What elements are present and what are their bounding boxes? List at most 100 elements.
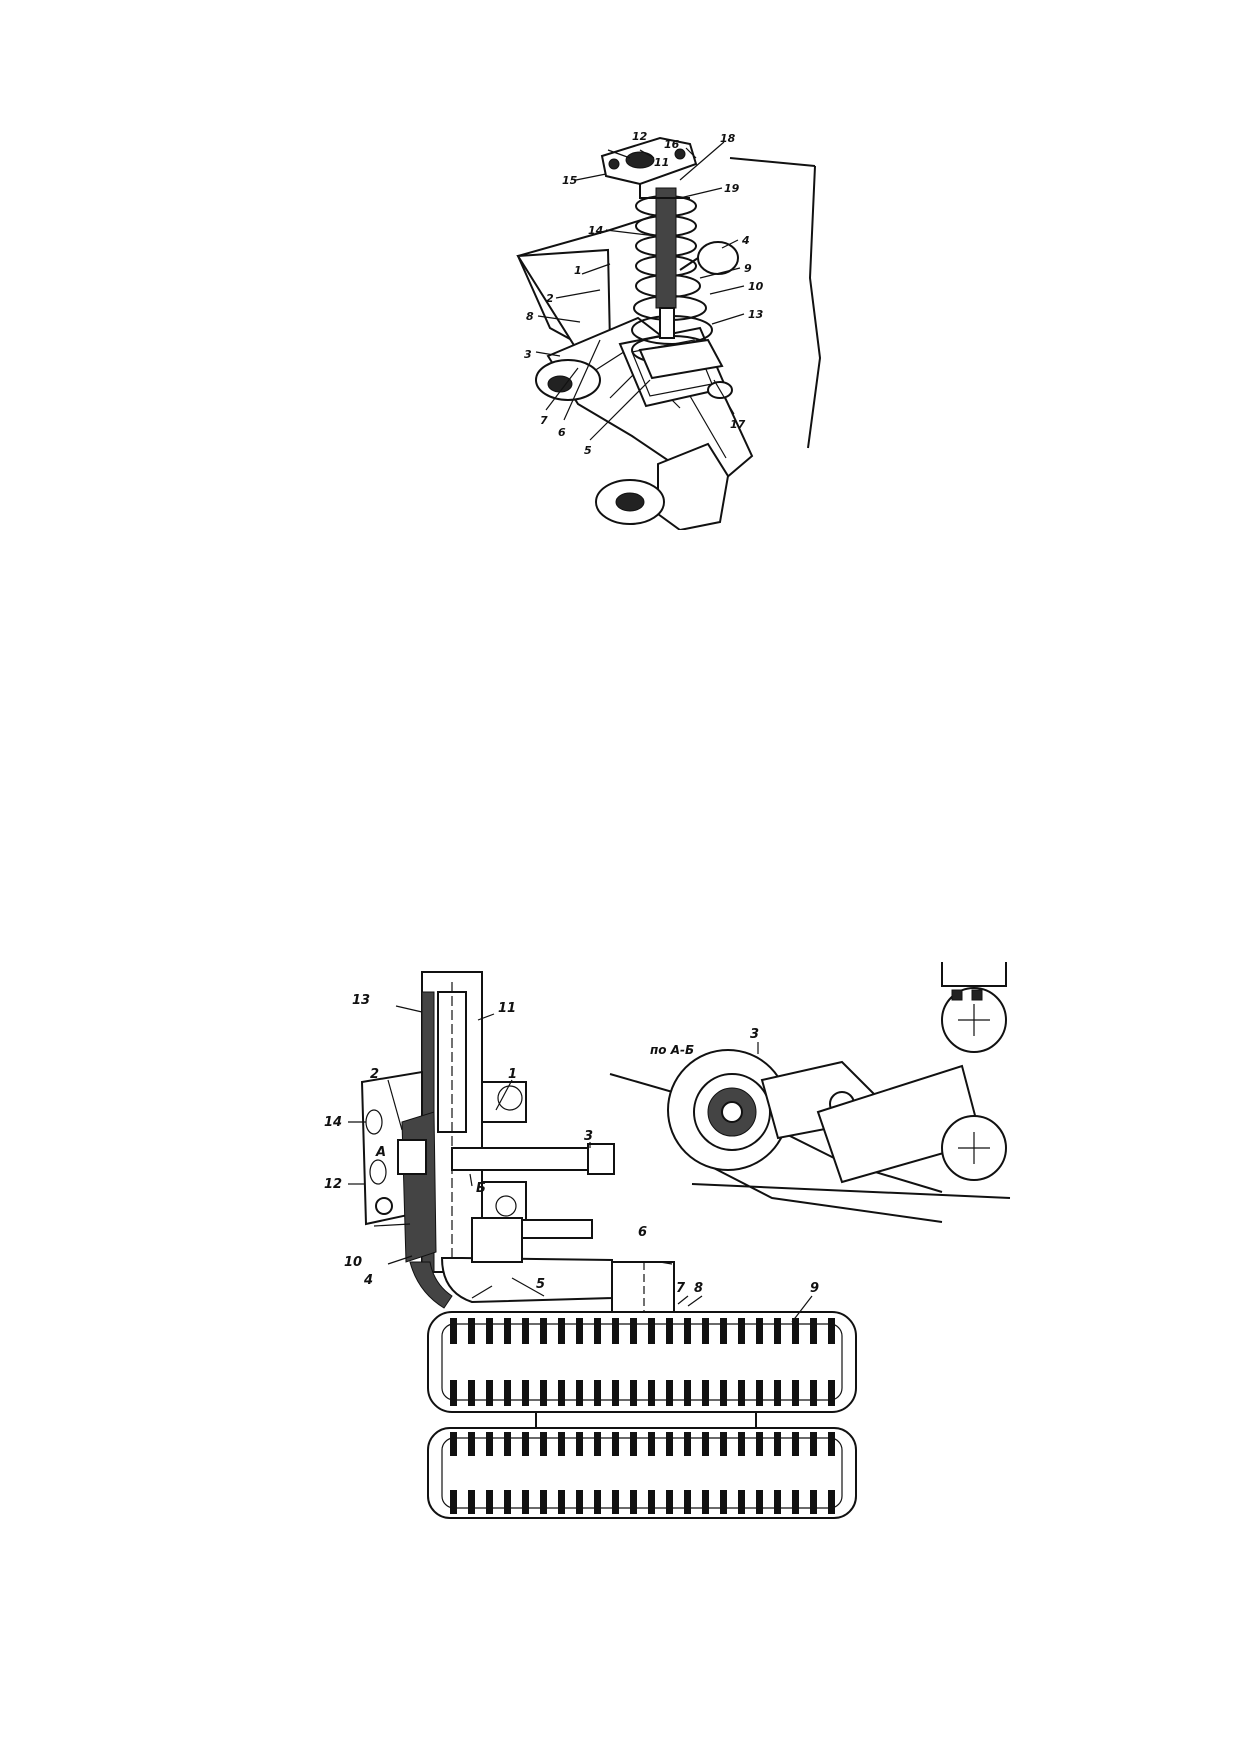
callout-4: 4	[741, 234, 750, 247]
tread-block	[666, 1432, 673, 1456]
callout-3-view: 3	[750, 1027, 759, 1042]
tread-block	[630, 1490, 637, 1514]
tread-block	[792, 1380, 799, 1406]
tread-block	[576, 1490, 583, 1514]
tread-block	[648, 1318, 655, 1344]
tread-block	[756, 1380, 763, 1406]
tread-block	[774, 1318, 781, 1344]
track-roller-upper	[427, 1311, 857, 1413]
callout-6: 6	[638, 1225, 647, 1240]
tread-block	[594, 1490, 601, 1514]
tread-block	[540, 1490, 547, 1514]
callout-11: 11	[498, 1001, 516, 1016]
section-view-ab	[609, 941, 1011, 1223]
tread-block	[576, 1380, 583, 1406]
callout-18: 18	[720, 132, 736, 145]
tread-block	[522, 1490, 529, 1514]
tread-block	[666, 1318, 673, 1344]
tread-block	[702, 1318, 709, 1344]
tread-block	[558, 1318, 565, 1344]
callout-8: 8	[526, 310, 534, 323]
track-roller-diagram: 13 11 2 1 14 3 А 12 Б 10 4 5 6 7 8 9 3 п…	[322, 941, 1020, 1524]
callout-4-left: 4	[363, 1273, 373, 1288]
callout-11: 11	[654, 156, 669, 169]
tread-block	[594, 1380, 601, 1406]
callout-19: 19	[724, 182, 740, 195]
tread-block	[630, 1318, 637, 1344]
tread-block	[702, 1380, 709, 1406]
tread-block	[774, 1380, 781, 1406]
tread-block	[756, 1432, 763, 1456]
tread-block	[522, 1380, 529, 1406]
tread-block	[810, 1380, 817, 1406]
tread-block	[612, 1318, 619, 1344]
callout-9: 9	[744, 262, 752, 275]
tread-block	[684, 1318, 691, 1344]
lower-tread-pattern	[450, 1432, 835, 1514]
tread-block	[540, 1432, 547, 1456]
tread-block	[522, 1318, 529, 1344]
callout-8: 8	[694, 1281, 703, 1296]
callout-3: 3	[524, 348, 532, 361]
callout-12: 12	[324, 1177, 342, 1192]
tread-block	[756, 1318, 763, 1344]
callout-16: 16	[664, 138, 680, 151]
callout-b: Б	[476, 1181, 486, 1196]
tread-block	[612, 1490, 619, 1514]
tread-block	[504, 1380, 511, 1406]
tread-block	[486, 1380, 493, 1406]
tread-block	[810, 1432, 817, 1456]
tread-block	[648, 1432, 655, 1456]
tread-block	[774, 1432, 781, 1456]
callout-1: 1	[574, 264, 582, 277]
tread-block	[558, 1380, 565, 1406]
track-roller-lower	[427, 1427, 857, 1519]
tread-block	[684, 1490, 691, 1514]
tread-block	[594, 1432, 601, 1456]
callout-15: 15	[562, 174, 578, 187]
tread-block	[558, 1432, 565, 1456]
tread-block	[468, 1432, 475, 1456]
tread-block	[486, 1490, 493, 1514]
tread-block	[450, 1432, 457, 1456]
callout-1: 1	[508, 1067, 517, 1082]
tread-block	[792, 1432, 799, 1456]
callout-3: 3	[584, 1129, 593, 1144]
callout-7: 7	[676, 1281, 686, 1296]
suspension-spring-diagram: 12 16 11 18 15 19 14 4 1 9 2 10 8 13 3 7…	[490, 118, 842, 532]
tread-block	[576, 1318, 583, 1344]
tread-block	[504, 1490, 511, 1514]
tread-block	[738, 1432, 745, 1456]
tread-block	[810, 1318, 817, 1344]
callout-9: 9	[810, 1281, 819, 1296]
track-roller-drawing: 13 11 2 1 14 3 А 12 Б 10 4 5 6 7 8 9 3 п…	[324, 941, 1011, 1519]
tread-block	[702, 1490, 709, 1514]
tread-block	[792, 1318, 799, 1344]
callout-2: 2	[546, 292, 554, 305]
tread-block	[504, 1432, 511, 1456]
tread-block	[666, 1380, 673, 1406]
tread-block	[576, 1432, 583, 1456]
tread-block	[612, 1380, 619, 1406]
tread-block	[756, 1490, 763, 1514]
callout-13: 13	[748, 308, 764, 321]
callout-10: 10	[344, 1255, 362, 1270]
callout-17: 17	[730, 418, 746, 431]
tread-block	[828, 1490, 835, 1514]
callout-14: 14	[324, 1115, 342, 1130]
tread-block	[684, 1380, 691, 1406]
tread-block	[666, 1490, 673, 1514]
tread-block	[450, 1490, 457, 1514]
tread-block	[486, 1432, 493, 1456]
tread-block	[450, 1318, 457, 1344]
tread-block	[468, 1380, 475, 1406]
callout-14: 14	[588, 224, 603, 237]
tread-block	[810, 1490, 817, 1514]
tread-block	[612, 1432, 619, 1456]
tread-block	[828, 1318, 835, 1344]
tread-block	[630, 1380, 637, 1406]
tread-block	[630, 1432, 637, 1456]
callout-13: 13	[352, 993, 370, 1008]
tread-block	[648, 1380, 655, 1406]
callout-5: 5	[536, 1277, 545, 1292]
